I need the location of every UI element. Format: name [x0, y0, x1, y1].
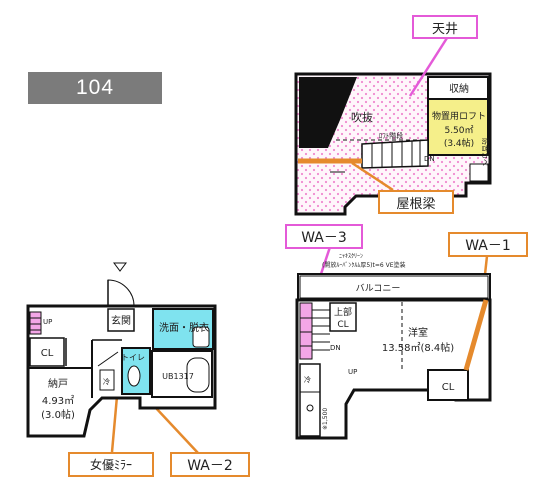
upper-closet-label: CL: [442, 382, 455, 393]
loft-black-wall: [299, 77, 357, 148]
upper-outer-wall: [295, 298, 492, 440]
ground-floor-plan: 玄関 洗面・脱衣 トイレ UB1317 CL 納戸 4.93㎡ (3.0帖) U…: [26, 262, 217, 438]
loft-storage-label: 収納: [449, 82, 469, 95]
upper-cl-box: [329, 302, 357, 332]
upper-closet: [427, 369, 469, 401]
loft-area: 5.50㎡: [444, 125, 473, 136]
fire-wall-label: 防音カベ: [481, 138, 490, 166]
screen-note-2: (開放ﾙｰﾊﾞﾝｸﾙﾑ厚5)t=6 VE塗装: [322, 261, 406, 269]
callout-wa3: WA－3: [285, 224, 363, 249]
storeroom-area: 4.93㎡: [42, 395, 74, 407]
loft-down-label: DN: [424, 155, 435, 163]
upper-fridge-label: 冷: [304, 375, 311, 384]
storeroom-tatami: (3.0帖): [41, 408, 75, 421]
upper-room-label: 上部: [334, 306, 352, 318]
callout-ceiling: 天井: [412, 15, 478, 39]
western-room-area: 13.58㎡(8.4帖): [382, 341, 454, 354]
western-room-label: 洋室: [408, 326, 428, 339]
balcony-label: バルコニー: [356, 283, 401, 294]
upper-cl-label: CL: [337, 320, 348, 330]
loft-tatami: (3.4帖): [444, 137, 474, 149]
storeroom-label: 納戸: [48, 377, 68, 390]
bath-label: UB1317: [162, 372, 194, 381]
kitchen-counter: [299, 363, 321, 437]
upper-up-label: UP: [348, 368, 357, 376]
callout-wa1: WA－1: [448, 232, 528, 257]
callout-mirror: 女優ﾐﾗｰ: [68, 452, 154, 477]
upper-floor-plan: ﾆｬｷｽｸﾘｰﾝ (開放ﾙｰﾊﾞﾝｸﾙﾑ厚5)t=6 VE塗装 バルコニー 上部…: [295, 253, 492, 440]
loft-storage-area: [427, 98, 489, 156]
upper-dimension: ※1,500: [322, 408, 329, 430]
callout-wa2: WA－2: [170, 452, 250, 477]
callout-roof-beam: 屋根梁: [378, 190, 454, 214]
wa1-wall: [463, 299, 489, 371]
washroom-label: 洗面・脱衣: [159, 321, 209, 334]
ground-stair: [29, 311, 42, 335]
upper-stair: [299, 302, 313, 360]
screen-note: ﾆｬｷｽｸﾘｰﾝ: [339, 253, 363, 260]
ground-closet-label: CL: [41, 348, 54, 359]
upper-down-label: DN: [330, 344, 341, 352]
ground-fridge-label: 冷: [103, 377, 110, 386]
toilet-label: トイレ: [121, 353, 145, 362]
ground-closet: [29, 337, 65, 367]
loft-stair-label: ﾛﾌﾄ階段: [379, 131, 404, 140]
loft-floor-plan: 収納 吹抜 物置用ロフト 5.50㎡ (3.4帖) ﾛﾌﾄ階段 DN 防音カベ: [294, 72, 492, 216]
entrance-area: [107, 308, 135, 332]
atrium-label: 吹抜: [351, 110, 373, 124]
entrance-label: 玄関: [111, 314, 131, 327]
ground-up-label: UP: [43, 318, 52, 326]
room-number-badge: 104: [28, 72, 162, 104]
loft-title: 物置用ロフト: [432, 110, 486, 122]
